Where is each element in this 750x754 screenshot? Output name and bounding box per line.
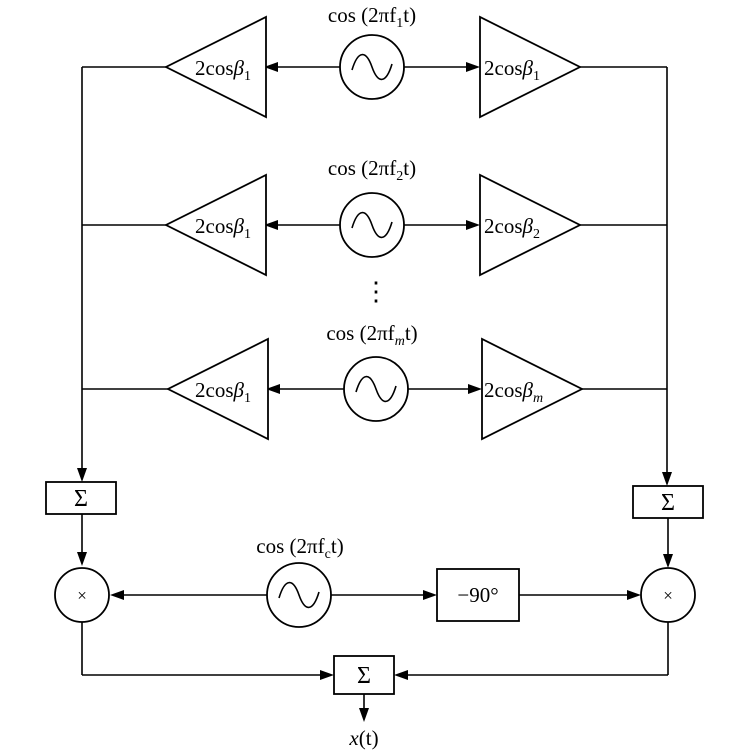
output-summer-symbol: Σ — [357, 663, 371, 689]
oscillator-label-fm: cos (2πfmt) — [326, 321, 417, 349]
branch-row-m: cos (2πfmt) 2cosβ1 2cosβm — [82, 321, 667, 441]
phase-shifter — [436, 568, 520, 622]
left-gain-label-m: 2cosβ1 — [195, 378, 251, 406]
arrowhead — [110, 590, 124, 600]
sine-wave-icon — [351, 53, 393, 81]
right-summer-symbol: Σ — [661, 490, 675, 516]
right-summer — [632, 485, 704, 519]
left-gain-label-2: 2cosβ1 — [195, 214, 251, 242]
left-gain-label-1: 2cosβ1 — [195, 56, 251, 84]
left-gain-amplifier-1 — [163, 15, 267, 119]
right-gain-amplifier-2 — [479, 173, 583, 277]
sine-wave-icon — [351, 211, 393, 239]
carrier-oscillator-label: cos (2πfct) — [256, 534, 343, 562]
sine-wave-icon — [278, 581, 320, 609]
arrowhead — [466, 62, 480, 72]
right-gain-label-m: 2cosβm — [484, 378, 543, 406]
multiply-icon: × — [77, 586, 87, 605]
left-summer-symbol: Σ — [74, 486, 88, 512]
right-gain-label-1: 2cosβ1 — [484, 56, 540, 84]
phase-shifter-label: −90° — [457, 583, 498, 607]
arrowhead — [264, 220, 278, 230]
oscillator-label-f1: cos (2πf1t) — [328, 3, 416, 31]
right-gain-amplifier-m — [481, 337, 585, 441]
left-gain-amplifier-m — [165, 337, 269, 441]
arrowhead — [394, 670, 408, 680]
branch-row-1: cos (2πf1t) 2cosβ1 2cosβ1 — [82, 3, 667, 119]
right-gain-amplifier-1 — [479, 15, 583, 119]
arrowhead — [627, 590, 641, 600]
left-summer — [45, 481, 117, 515]
arrowhead — [320, 670, 334, 680]
arrowhead — [423, 590, 437, 600]
arrowhead — [77, 468, 87, 482]
arrowhead — [77, 552, 87, 566]
output-summer — [333, 655, 395, 695]
right-gain-label-2: 2cosβ2 — [484, 214, 540, 242]
arrowhead — [266, 384, 280, 394]
arrowhead — [663, 554, 673, 568]
arrowhead — [466, 220, 480, 230]
vertical-ellipsis: ⋮ — [363, 277, 389, 306]
arrowhead — [662, 472, 672, 486]
sine-wave-icon — [355, 375, 397, 403]
arrowhead — [359, 708, 369, 722]
arrowhead — [468, 384, 482, 394]
multiply-icon: × — [663, 586, 673, 605]
output-label: x(t) — [348, 726, 378, 750]
oscillator-label-f2: cos (2πf2t) — [328, 156, 416, 184]
arrowhead — [264, 62, 278, 72]
branch-row-2: cos (2πf2t) 2cosβ1 2cosβ2 — [82, 156, 667, 277]
left-gain-amplifier-2 — [163, 173, 267, 277]
